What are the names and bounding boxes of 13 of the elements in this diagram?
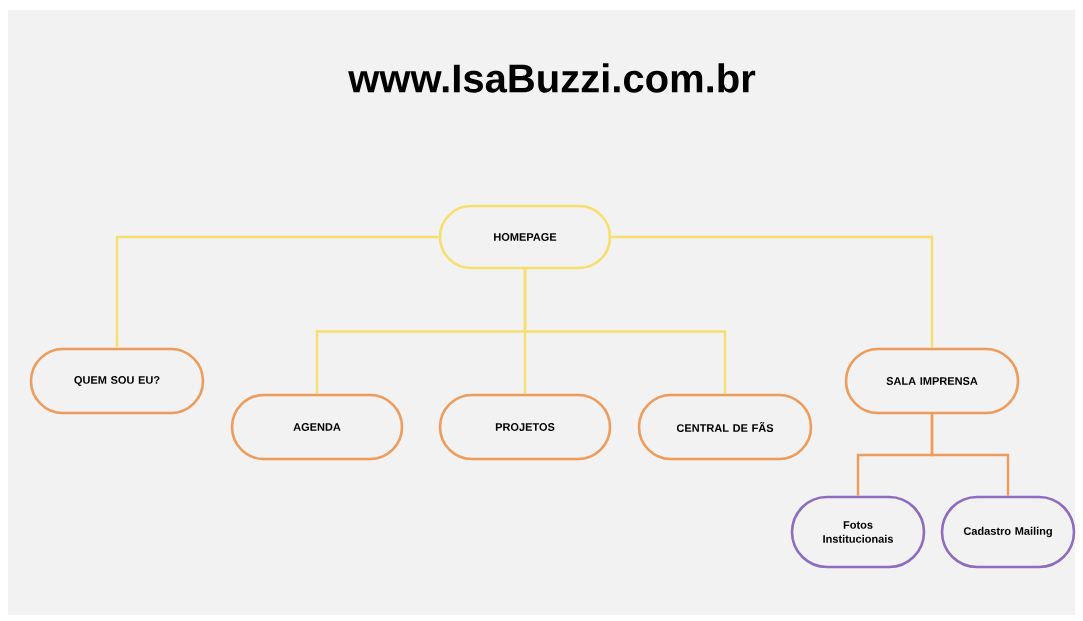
title: www.IsaBuzzi.com.br: [348, 63, 756, 93]
rounded-box: QUEM SOU EU?: [29, 347, 205, 415]
rounded-box: PROJETOS: [438, 393, 612, 461]
rounded-box: Cadastro Mailing: [940, 495, 1076, 569]
connector-line: [930, 414, 1010, 496]
connector-line: [523, 269, 727, 394]
rounded-box: AGENDA: [230, 393, 404, 461]
connector-line: [115, 235, 439, 348]
rounded-box: SALA IMPRENSA: [844, 347, 1020, 415]
rounded-box: CENTRAL DE FÃS: [637, 393, 813, 461]
rounded-box: Fotos Institucionais: [790, 495, 926, 569]
connector-line: [611, 235, 934, 348]
rounded-box: HOMEPAGE: [438, 204, 612, 270]
